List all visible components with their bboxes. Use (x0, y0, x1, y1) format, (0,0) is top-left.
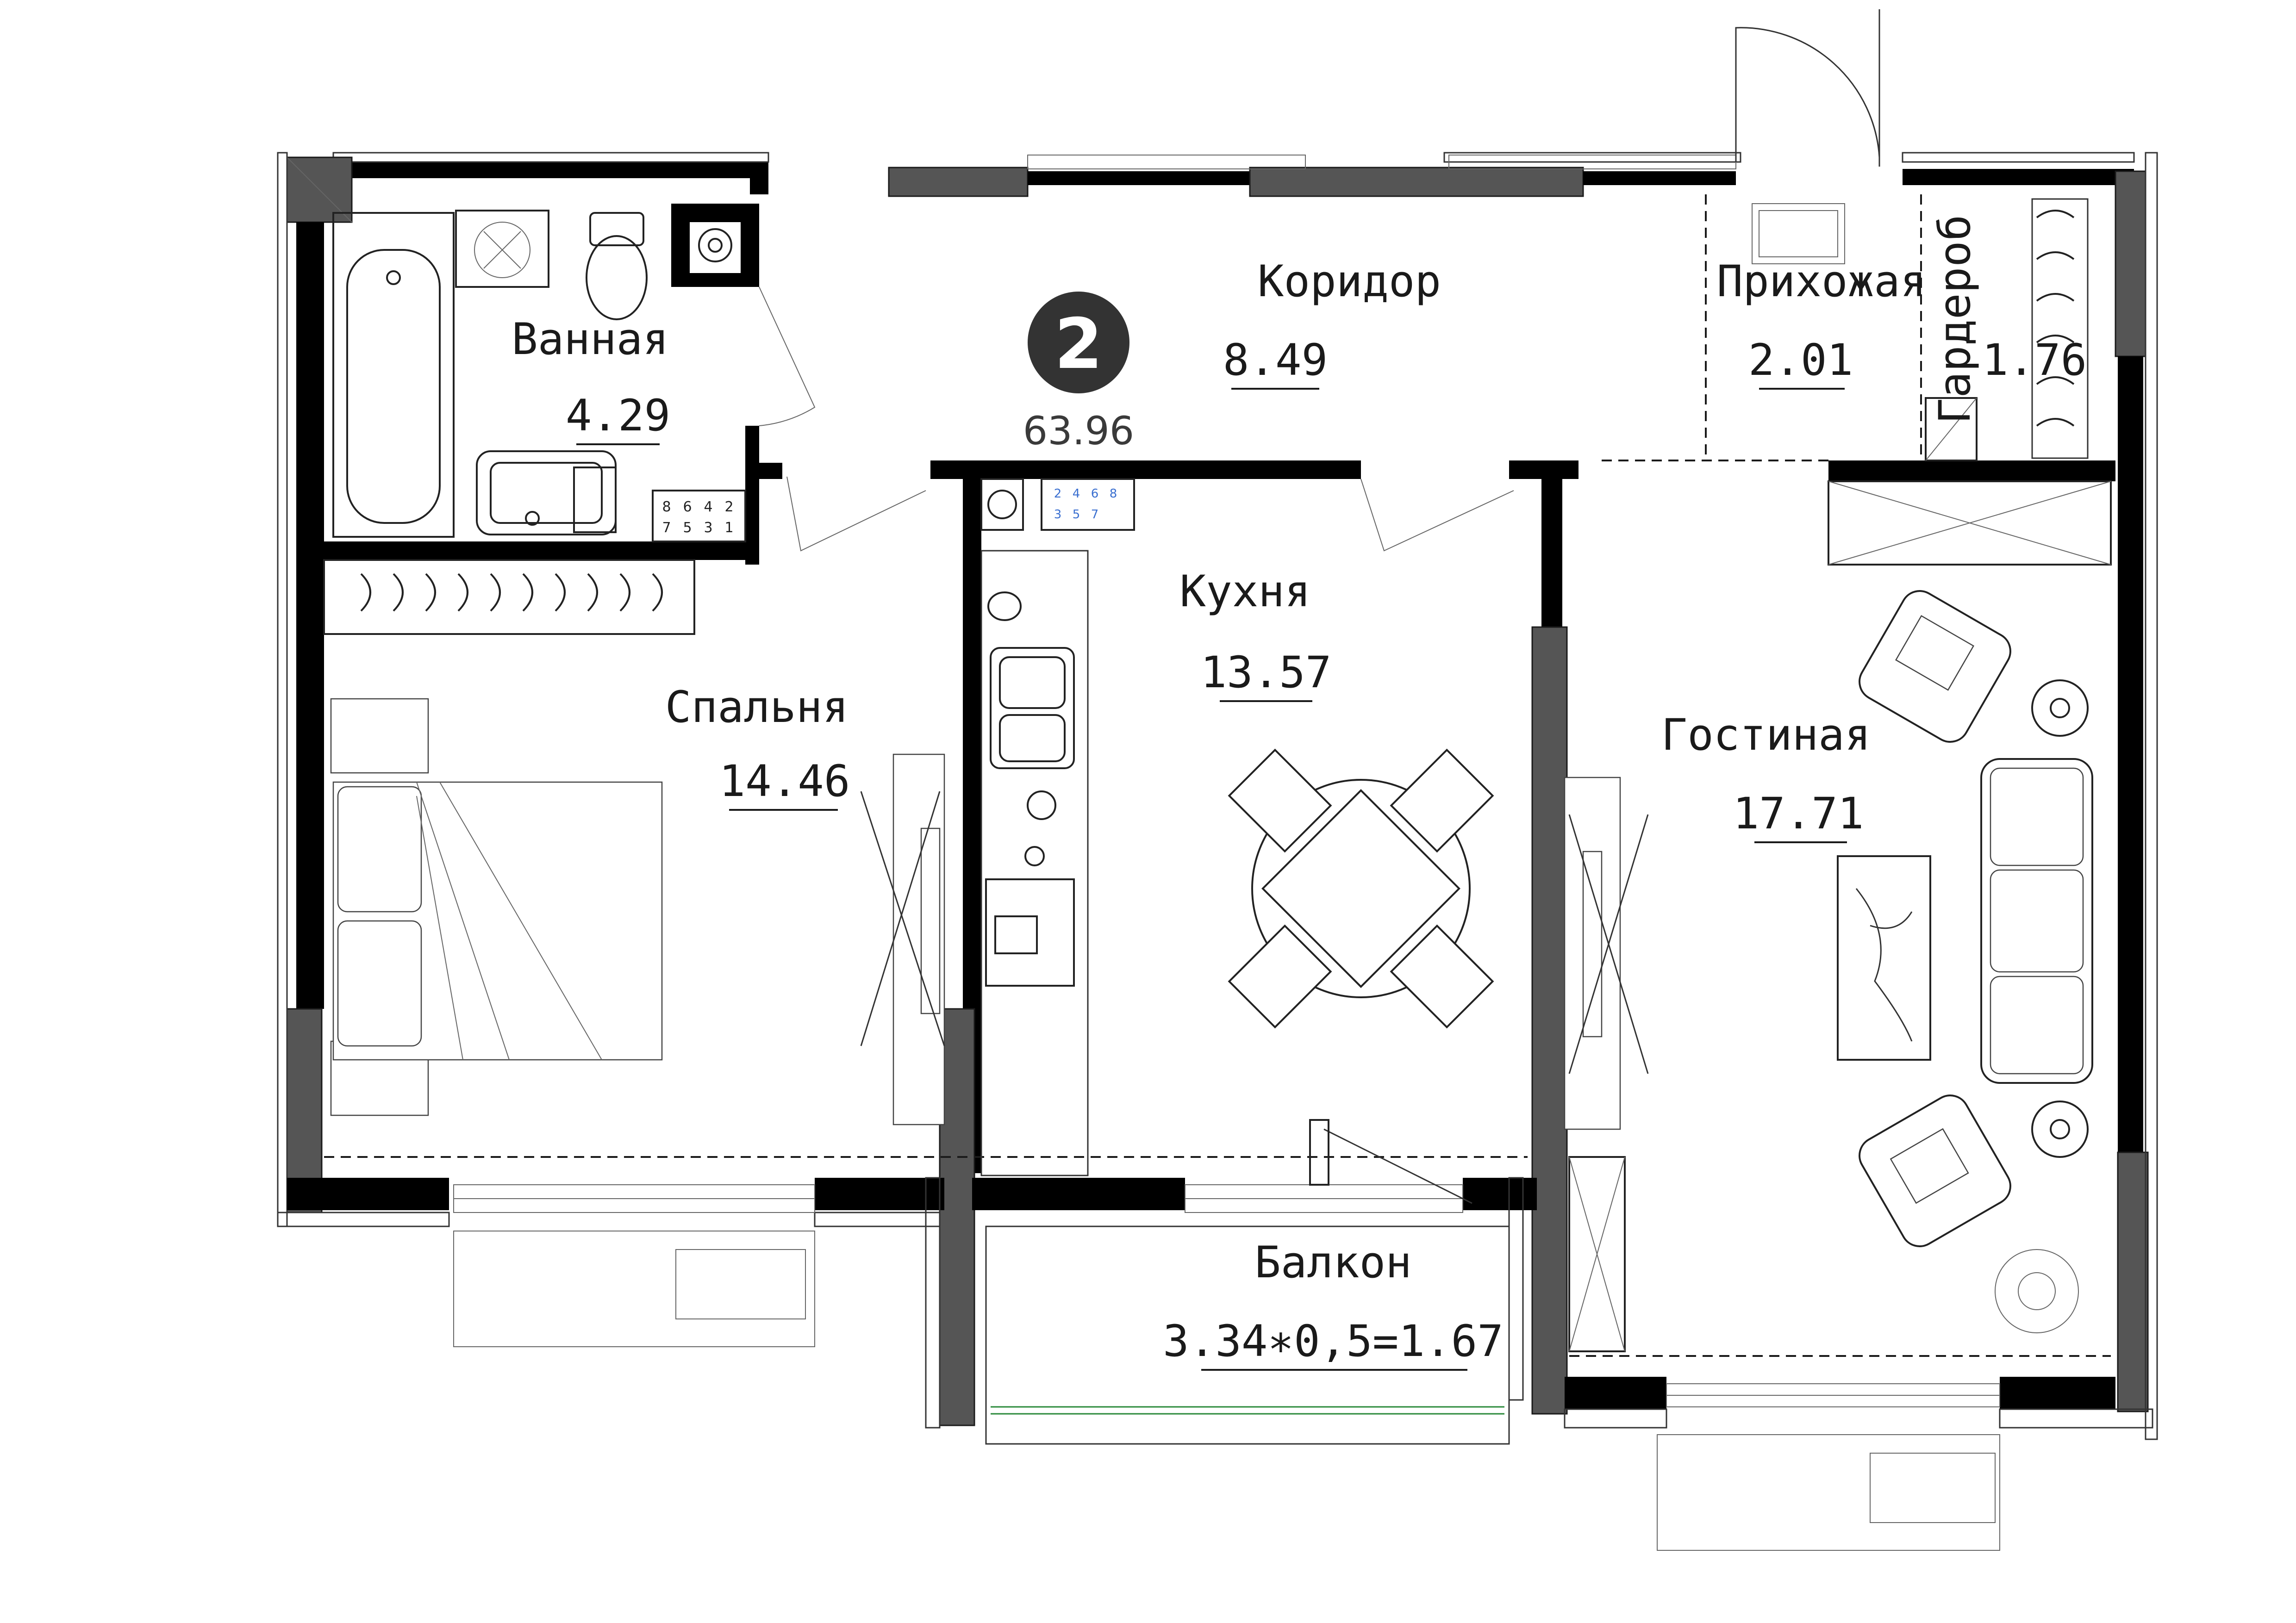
door-swing-icon (786, 476, 926, 552)
burner-label: 7 (1091, 508, 1099, 522)
room-name-corridor: Коридор (1258, 256, 1441, 307)
room-area-kitchen: 13.57 (1201, 647, 1332, 698)
armchair-icon (1859, 590, 2011, 743)
room-area-corridor: 8.49 (1223, 335, 1328, 386)
room-name-hallway: Прихожая (1717, 256, 1927, 307)
door-swing-icon (1735, 27, 1880, 162)
room-area-living: 17.71 (1733, 789, 1864, 839)
burner-label: 3 (1054, 508, 1062, 522)
burner-label: 2 (1054, 487, 1062, 501)
room-area-hallway: 2.01 (1748, 335, 1853, 386)
meter-label: 6 (683, 499, 692, 515)
hanger-icon (360, 573, 663, 612)
door-swing-icon (1323, 1128, 1472, 1204)
bed-icon (332, 781, 663, 1061)
meter-label: 4 (704, 499, 712, 515)
room-area-wardrobe: 1.76 (1982, 335, 2087, 386)
bathtub-icon (346, 249, 441, 524)
windows (453, 155, 2000, 1551)
wardrobe-cabinet (860, 753, 945, 1126)
doors (759, 9, 1880, 1204)
room-name-bathroom: Ванная (512, 314, 669, 365)
meter-label: 7 (662, 520, 671, 536)
meter-label: 2 (724, 499, 733, 515)
hanger-icon (2036, 210, 2075, 427)
meter-row-1: 8 6 4 2 7 5 3 1 (662, 499, 733, 536)
total-area: 63.96 (1023, 408, 1134, 454)
room-area-balcony: 3.34∗0,5=1.67 (1163, 1316, 1504, 1367)
dining-table-icon (1228, 748, 1494, 1029)
meter-label: 5 (683, 520, 692, 536)
burner-label: 5 (1073, 508, 1080, 522)
room-name-balcony: Балкон (1254, 1237, 1412, 1288)
sofa-icon (1980, 758, 2093, 1084)
plant-icon (2031, 1101, 2089, 1158)
kitchen-furniture: 2 4 6 8 3 5 7 (980, 478, 1135, 1176)
bathroom-fixtures: 8 6 4 2 7 5 3 1 (332, 210, 746, 542)
room-name-kitchen: Кухня (1180, 566, 1311, 617)
armchair-icon (1859, 1094, 2011, 1247)
room-area-bathroom: 4.29 (566, 391, 670, 441)
plant-icon (2031, 679, 2089, 737)
apartment-badge: 2 63.96 (1023, 292, 1134, 454)
bedroom-furniture (323, 559, 945, 1126)
living-furniture (1564, 480, 2112, 1352)
walls (277, 152, 2158, 1440)
meter-label: 8 (662, 499, 671, 515)
room-name-wardrobe: Гардероб (1930, 215, 1980, 424)
washer-icon (455, 210, 549, 288)
room-labels: Ванная 4.29 Коридор 8.49 Прихожая 2.01 Г… (512, 215, 2087, 1371)
door-swing-icon (759, 286, 816, 426)
burner-label: 4 (1073, 487, 1080, 501)
door-swing-icon (1360, 479, 1514, 552)
meter-label: 3 (704, 520, 712, 536)
meter-label: 1 (724, 520, 733, 536)
room-name-bedroom: Спальня (665, 682, 849, 733)
stove-icon: 2 4 6 8 3 5 7 (1041, 478, 1135, 531)
room-name-living: Гостиная (1661, 710, 1871, 760)
hallway-furniture (1752, 198, 2089, 461)
sink-icon (476, 450, 617, 535)
room-area-bedroom: 14.46 (719, 756, 850, 807)
burner-label: 8 (1110, 487, 1117, 501)
rooms-count: 2 (1054, 304, 1103, 385)
zone-boundaries (324, 194, 2111, 1357)
burner-label: 6 (1091, 487, 1099, 501)
plant-icon (1995, 1249, 2079, 1333)
toilet-icon (586, 212, 648, 320)
tv-cabinet (1564, 777, 1649, 1130)
